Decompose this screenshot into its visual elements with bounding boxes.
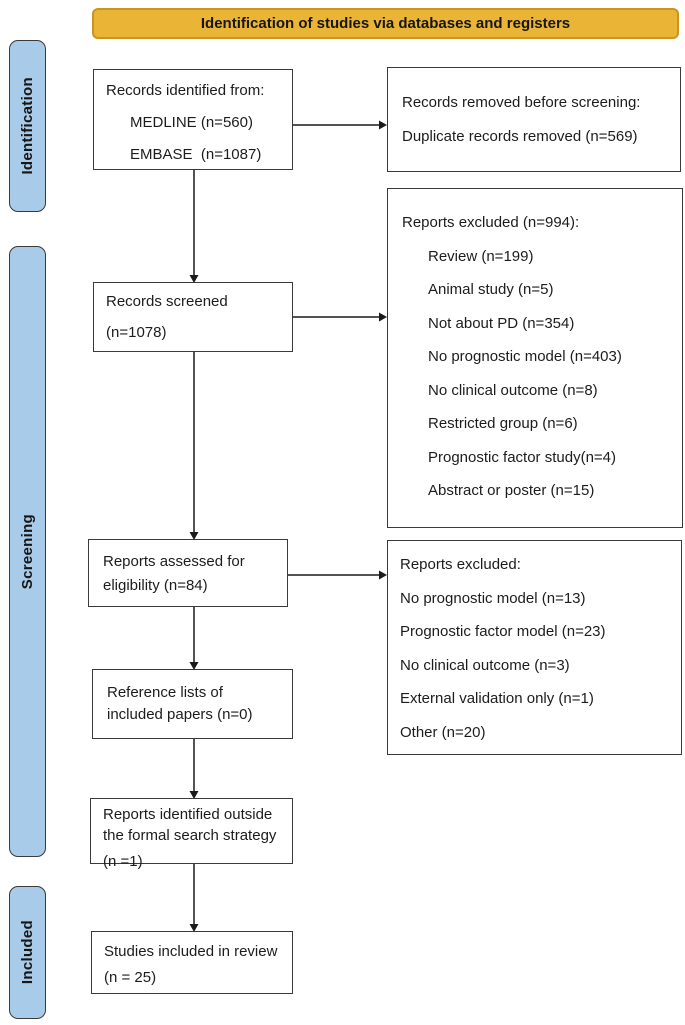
- box-reports-identified-outside: Reports identified outside the formal se…: [90, 798, 293, 870]
- arrow-reference-lists-to-outside: [189, 739, 199, 799]
- removed-before-line: Duplicate records removed (n=569): [402, 127, 638, 145]
- arrow-identified-to-screened: [189, 170, 199, 283]
- reference-lists-line: Reference lists of: [107, 684, 223, 701]
- excluded-screening-item: Animal study (n=5): [428, 281, 554, 298]
- banner-title: Identification of studies via databases …: [92, 8, 679, 39]
- excluded-screening-item: Prognostic factor study(n=4): [428, 448, 617, 466]
- stage-label-identification: Identification: [9, 40, 46, 212]
- records-identified-title: Records identified from:: [106, 82, 265, 99]
- reports-outside-line: the formal search strategy: [103, 827, 277, 844]
- records-screened-line: (n=1078): [106, 324, 167, 341]
- excluded-screening-item: Abstract or poster (n=15): [428, 482, 595, 499]
- reports-assessed-line: eligibility (n=84): [103, 577, 208, 594]
- box-reference-lists: Reference lists of included papers (n=0): [92, 669, 293, 739]
- stage-label-screening: Screening: [9, 246, 46, 857]
- reports-assessed-line: Reports assessed for: [103, 553, 245, 570]
- arrow-screened-to-assessed: [189, 352, 199, 540]
- arrow-identified-to-removed: [293, 120, 387, 130]
- box-records-screened: Records screened (n=1078): [93, 282, 293, 352]
- reference-lists-line: included papers (n=0): [107, 706, 253, 723]
- box-reports-assessed: Reports assessed for eligibility (n=84): [88, 539, 288, 607]
- studies-included-line: Studies included in review: [104, 943, 278, 960]
- removed-before-line: Records removed before screening:: [402, 93, 641, 111]
- excluded-screening-item: Review (n=199): [428, 247, 534, 265]
- excluded-eligibility-item: Other (n=20): [400, 723, 486, 741]
- reports-outside-line: (n =1): [103, 853, 143, 870]
- reports-outside-line: Reports identified outside: [103, 806, 273, 823]
- box-reports-excluded-eligibility: Reports excluded: No prognostic model (n…: [387, 540, 682, 755]
- excluded-eligibility-item: No clinical outcome (n=3): [400, 656, 570, 674]
- stage-label-screening-text: Screening: [19, 513, 36, 590]
- records-identified-item: EMBASE (n=1087): [130, 146, 262, 163]
- records-screened-line: Records screened: [106, 293, 228, 310]
- excluded-eligibility-item: No prognostic model (n=13): [400, 589, 586, 607]
- box-studies-included: Studies included in review (n = 25): [91, 931, 293, 994]
- excluded-screening-item: No clinical outcome (n=8): [428, 381, 598, 399]
- arrow-outside-to-included: [189, 864, 199, 932]
- stage-label-identification-text: Identification: [19, 77, 36, 175]
- studies-included-line: (n = 25): [104, 969, 157, 986]
- excluded-eligibility-item: External validation only (n=1): [400, 690, 594, 707]
- box-records-identified: Records identified from: MEDLINE (n=560)…: [93, 69, 293, 170]
- records-identified-item: MEDLINE (n=560): [130, 114, 253, 131]
- arrow-screened-to-excluded: [293, 312, 387, 322]
- excluded-eligibility-item: Prognostic factor model (n=23): [400, 623, 606, 640]
- stage-label-included-text: Included: [19, 920, 36, 985]
- excluded-screening-title: Reports excluded (n=994):: [402, 214, 580, 231]
- excluded-screening-item: No prognostic model (n=403): [428, 348, 622, 365]
- excluded-eligibility-title: Reports excluded:: [400, 556, 521, 573]
- excluded-screening-item: Not about PD (n=354): [428, 314, 575, 332]
- arrow-assessed-to-reference-lists: [189, 607, 199, 670]
- box-reports-excluded-screening: Reports excluded (n=994): Review (n=199)…: [387, 188, 683, 528]
- stage-label-included: Included: [9, 886, 46, 1019]
- arrow-assessed-to-excluded: [288, 570, 387, 580]
- box-records-removed-before-screening: Records removed before screening: Duplic…: [387, 67, 681, 172]
- excluded-screening-item: Restricted group (n=6): [428, 415, 578, 432]
